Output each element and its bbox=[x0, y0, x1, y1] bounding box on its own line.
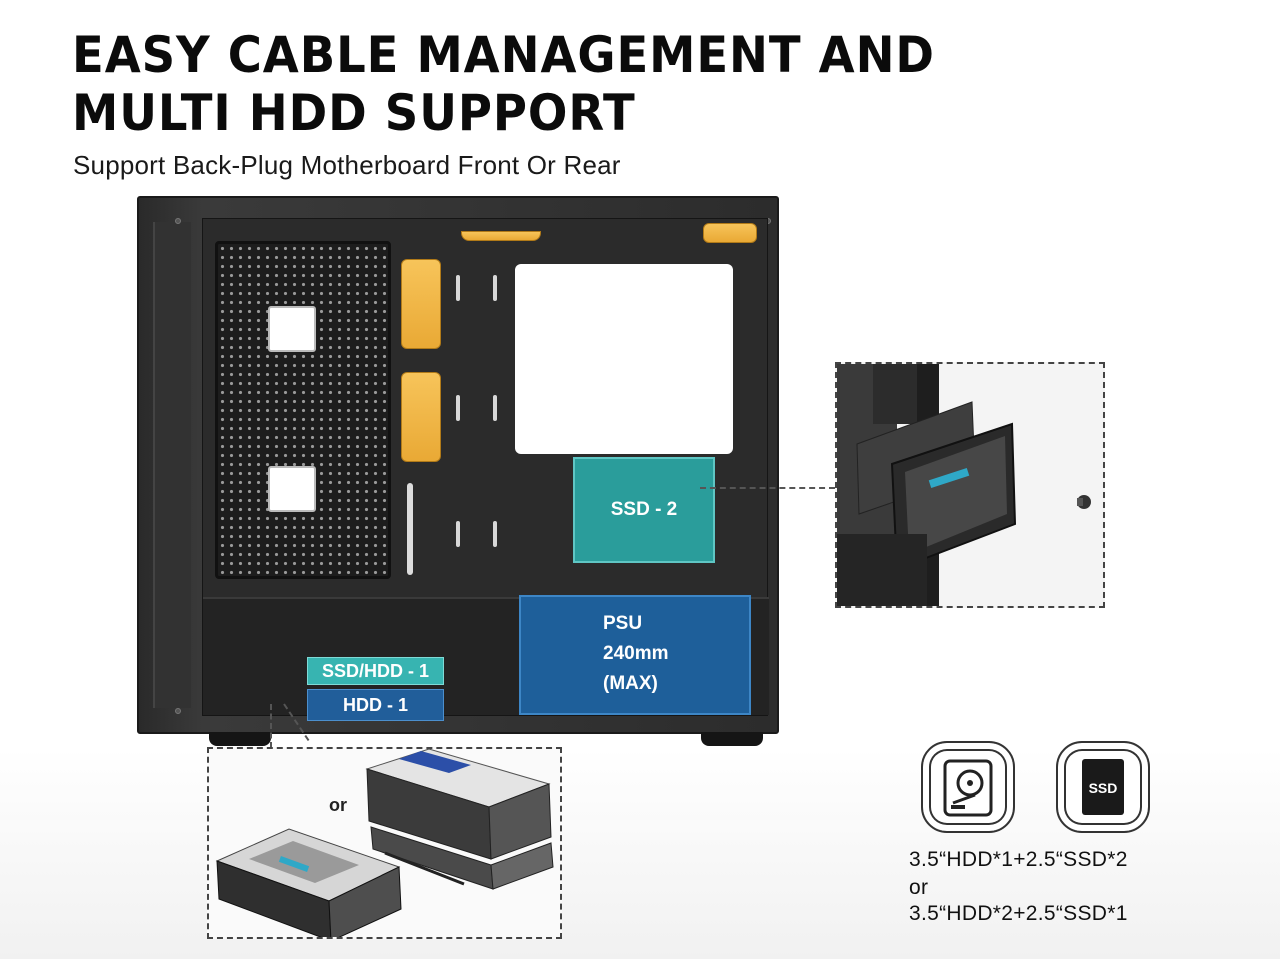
psu-size: 240mm bbox=[603, 643, 669, 664]
hdd-icon-glyph bbox=[943, 759, 993, 817]
ssd-icon-text: SSD bbox=[1089, 780, 1118, 796]
tie-slot bbox=[493, 275, 497, 301]
cable-grommet-orange bbox=[703, 223, 757, 243]
ssd-hdd-1-slot: SSD/HDD - 1 bbox=[307, 657, 444, 685]
vent-strip bbox=[407, 483, 413, 575]
case-interior: SSD - 2 PSU 240mm (MAX) SSD/HDD - 1 HDD … bbox=[202, 218, 769, 721]
cpu-cutout bbox=[515, 264, 733, 454]
combo-option-1: 3.5“HDD*1+2.5“SSD*2 bbox=[909, 848, 1128, 871]
tie-slot bbox=[456, 521, 460, 547]
mesh-cutout bbox=[268, 306, 316, 352]
cable-grommet-orange bbox=[401, 372, 441, 462]
tie-slot bbox=[493, 395, 497, 421]
screw-icon bbox=[175, 218, 181, 224]
hdd-icon bbox=[921, 741, 1015, 833]
case-foot bbox=[209, 732, 271, 746]
callout-line bbox=[270, 704, 272, 748]
cable-grommet-orange bbox=[401, 259, 441, 349]
case-foot bbox=[701, 732, 763, 746]
cable-grommet-orange bbox=[461, 231, 541, 241]
combo-option-2: 3.5“HDD*2+2.5“SSD*1 bbox=[909, 902, 1128, 925]
case-left-frame bbox=[153, 222, 191, 708]
tie-slot bbox=[456, 275, 460, 301]
callout-line bbox=[700, 487, 835, 489]
psu-label: PSU bbox=[603, 613, 643, 634]
front-mesh-panel bbox=[215, 241, 391, 579]
ssd-icon-glyph: SSD bbox=[1082, 759, 1124, 815]
ssd-bracket-illustration bbox=[837, 364, 1091, 606]
tie-slot bbox=[456, 395, 460, 421]
combo-or: or bbox=[909, 876, 929, 899]
page-title: EASY CABLE MANAGEMENT AND MULTI HDD SUPP… bbox=[72, 26, 935, 142]
hdd-1-slot: HDD - 1 bbox=[307, 689, 444, 721]
ssd-2-mount: SSD - 2 bbox=[573, 457, 715, 563]
title-line-2: MULTI HDD SUPPORT bbox=[72, 84, 636, 142]
tie-slot bbox=[493, 521, 497, 547]
ssd-mount-detail bbox=[835, 362, 1105, 608]
hdd-cage-detail: or bbox=[207, 747, 562, 939]
psu-area: PSU 240mm (MAX) bbox=[519, 595, 751, 715]
mesh-cutout bbox=[268, 466, 316, 512]
pc-case-illustration: SSD - 2 PSU 240mm (MAX) SSD/HDD - 1 HDD … bbox=[137, 196, 779, 746]
title-line-1: EASY CABLE MANAGEMENT AND bbox=[72, 26, 935, 84]
screw-icon bbox=[175, 708, 181, 714]
subtitle: Support Back-Plug Motherboard Front Or R… bbox=[73, 150, 621, 180]
ssd-icon: SSD bbox=[1056, 741, 1150, 833]
psu-max: (MAX) bbox=[603, 673, 658, 694]
or-label: or bbox=[329, 795, 347, 815]
hdd-cage-illustration bbox=[215, 749, 554, 937]
